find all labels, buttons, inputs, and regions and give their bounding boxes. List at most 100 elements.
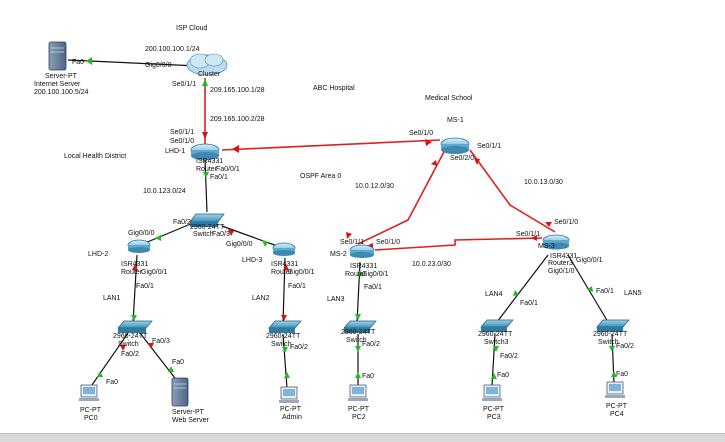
switch-lan5-device[interactable]: [596, 319, 630, 332]
switch-lan3-device[interactable]: [343, 320, 377, 333]
link-ms3-lan4[interactable]: [496, 254, 549, 323]
device-label: PC2: [352, 414, 366, 421]
link-down-indicator: [281, 315, 287, 321]
port-label: Gig0/0/1: [141, 269, 168, 276]
area-label-local-health-district: Local Health District: [64, 153, 126, 160]
switch-lan1-device[interactable]: [117, 320, 153, 333]
switch-icon: [189, 213, 225, 223]
labels: ISP Cloud ABC Hospital Medical School Lo…: [34, 25, 642, 424]
device-label-cluster: Cluster: [198, 71, 221, 78]
device-type: PC-PT: [80, 407, 102, 414]
router-ms3-device[interactable]: [542, 234, 570, 250]
link-up-indicator: [587, 286, 593, 292]
port-label: Gig0/0/1: [288, 269, 315, 276]
switch-icon: [480, 319, 514, 328]
device-model: 2960-24TT: [593, 331, 628, 338]
port-label: Fa0/2: [362, 341, 380, 348]
device-label: Server-PT: [45, 73, 78, 80]
port-label: Gig0/0/0: [226, 241, 253, 248]
link-ms2-ms3[interactable]: [374, 237, 543, 251]
link-ms1-ms3[interactable]: [469, 149, 556, 233]
server-icon: [171, 377, 189, 407]
pc3-device[interactable]: [482, 384, 502, 401]
device-label: PC0: [84, 415, 98, 422]
link-lhd2-lan1[interactable]: [132, 254, 138, 324]
device-label: Internet Server: [34, 81, 81, 88]
link-up-indicator: [262, 240, 268, 247]
port-label: Fa0/1: [136, 283, 154, 290]
device-model: 2960-24TT: [266, 333, 301, 340]
device-model: 2960-24TT: [190, 224, 225, 231]
ip-label: 10.0.23.0/30: [412, 261, 451, 268]
link-lan1-webserver[interactable]: [139, 332, 179, 383]
link-up-indicator: [86, 57, 92, 65]
port-label: Fa0/1: [520, 300, 538, 307]
link-lhd1-ms1[interactable]: [221, 139, 441, 151]
port-label: Se0/1/0: [170, 138, 194, 145]
admin-device[interactable]: [279, 386, 299, 403]
link-down-indicator: [346, 232, 352, 239]
device-label: Switch: [598, 339, 619, 346]
device-type: Server-PT: [172, 409, 205, 416]
device-label: PC3: [487, 414, 501, 421]
link-up-indicator: [355, 346, 361, 352]
device-model: 2960-24TT: [113, 333, 148, 340]
device-label-ms2: MS-2: [330, 251, 347, 258]
link-up-indicator: [282, 347, 288, 353]
device-type: PC-PT: [280, 406, 302, 413]
link-down-indicator: [232, 145, 239, 153]
switch-lan4-device[interactable]: [480, 319, 514, 332]
switch-lan2-device[interactable]: [268, 320, 302, 333]
link-up-indicator: [513, 290, 519, 296]
device-label: Switch: [193, 231, 214, 238]
link-ms1-ms2[interactable]: [357, 149, 446, 245]
router-ms2-device[interactable]: [349, 244, 375, 258]
port-label: Fa0/2: [173, 219, 191, 226]
link-up-indicator: [355, 372, 361, 378]
link-down-indicator: [120, 345, 126, 351]
internet-server-device[interactable]: [48, 41, 67, 71]
link-up-indicator: [97, 371, 103, 377]
port-label: Gig0/1/0: [548, 268, 575, 275]
device-model: 2960-24TT: [341, 329, 376, 336]
device-label-lhd3: LHD-3: [242, 257, 262, 264]
port-label: Se0/2/0: [450, 155, 474, 162]
link-lan2-admin[interactable]: [282, 333, 288, 389]
link-lhd1-core-switch[interactable]: [204, 159, 208, 213]
pc0-device[interactable]: [79, 384, 99, 401]
port-label: Fa0/2: [616, 343, 634, 350]
link-down-indicator: [283, 264, 289, 270]
device-type: Router: [196, 166, 218, 173]
link-down-indicator: [228, 229, 234, 236]
links: [67, 59, 615, 389]
router-lhd2-device[interactable]: [127, 239, 151, 253]
device-type: Router: [271, 269, 293, 276]
web-server-device[interactable]: [171, 377, 189, 407]
cluster-device[interactable]: [186, 53, 228, 76]
link-core-lhd3[interactable]: [221, 225, 281, 248]
device-label: Switch: [346, 337, 367, 344]
device-ip-label: 200.100.100.5/24: [34, 89, 89, 96]
device-label: Switch: [118, 341, 139, 348]
router-lhd3-device[interactable]: [272, 242, 296, 256]
link-up-indicator: [493, 346, 499, 352]
link-down-indicator: [431, 160, 437, 166]
pc2-device[interactable]: [348, 384, 368, 401]
port-label: Fa0: [616, 371, 628, 378]
switch-core-device[interactable]: [189, 213, 225, 227]
device-label: Web Server: [172, 417, 209, 424]
port-label: Se0/1/1: [172, 81, 196, 88]
device-label: Switch: [271, 341, 292, 348]
device-label-ms3: MS-3: [538, 243, 555, 250]
pc4-device[interactable]: [605, 381, 625, 398]
router-ms1-device[interactable]: [440, 137, 470, 154]
link-down-indicator: [202, 132, 208, 139]
device-type: PC-PT: [606, 403, 628, 410]
link-up-indicator: [609, 346, 615, 352]
port-label: Fa0: [172, 359, 184, 366]
ip-label: 209.165.100.1/28: [210, 87, 265, 94]
router-lhd1-device[interactable]: [190, 143, 220, 160]
link-ms3-lan5[interactable]: [567, 254, 609, 323]
